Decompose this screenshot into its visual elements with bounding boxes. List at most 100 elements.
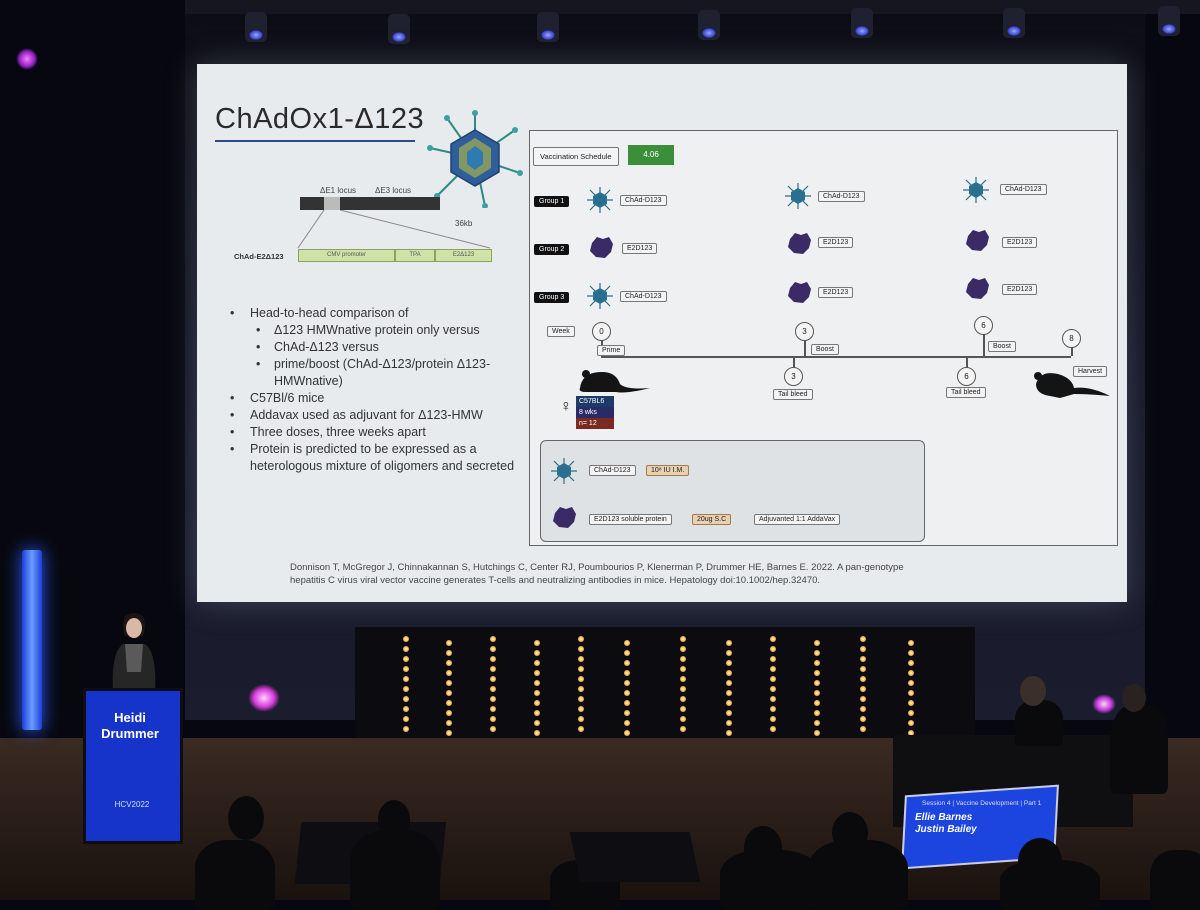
stage-spotlight xyxy=(388,14,410,44)
legend-protein-dose: 20ug S.C xyxy=(692,514,732,525)
led-column xyxy=(726,640,732,740)
bullet-subitem: Δ123 HMWnative protein only versus xyxy=(228,322,518,339)
panel-member-person xyxy=(1015,700,1063,746)
stage-spotlight xyxy=(851,8,873,38)
session-chairs-names: Ellie Barnes Justin Bailey xyxy=(915,812,977,836)
e1-deletion-segment xyxy=(324,197,340,210)
audience-head xyxy=(378,800,410,838)
legend-protein-label: E2D123 soluble protein xyxy=(589,514,672,525)
locus-e1-label: ΔE1 locus xyxy=(320,186,357,195)
bullet-item: C57Bl/6 mice xyxy=(228,390,518,407)
timeline-axis xyxy=(601,356,1071,358)
lighting-truss xyxy=(185,0,1200,14)
timeline-tick xyxy=(966,356,968,368)
week-label: Week xyxy=(547,326,575,337)
led-column xyxy=(860,636,866,736)
timeline-tick xyxy=(804,340,806,356)
led-column xyxy=(770,636,776,736)
mouse-info-stack: C57BL6 8 wks n= 12 xyxy=(576,396,614,429)
protein-label: E2D123 xyxy=(818,287,854,298)
audience-member xyxy=(195,840,275,910)
slide-citation: Donnison T, McGregor J, Chinnakannan S, … xyxy=(290,562,904,586)
protein-icon xyxy=(590,237,613,258)
panel-member-head xyxy=(1122,684,1146,712)
legend-vector-dose: 10⁸ IU I.M. xyxy=(646,465,690,476)
protein-icon xyxy=(788,282,811,303)
session-header: Session 4 | Vaccine Development | Part 1 xyxy=(922,800,1042,807)
chad-vector-icon xyxy=(551,458,577,484)
week-marker: 6 xyxy=(974,316,993,335)
led-column xyxy=(624,640,630,740)
led-column xyxy=(814,640,820,740)
legend-vector-label: ChAd-D123 xyxy=(589,465,636,476)
locus-e3-label: ΔE3 locus xyxy=(375,186,412,195)
group-2-label: Group 2 xyxy=(534,244,570,255)
chad-vector-label: ChAd-D123 xyxy=(1000,184,1047,195)
audience-laptop xyxy=(569,832,701,882)
mouse-icon xyxy=(1034,372,1110,398)
chad-vector-label: ChAd-D123 xyxy=(818,191,865,202)
led-column xyxy=(490,636,496,736)
speaker-person xyxy=(112,613,156,692)
audience-head xyxy=(832,812,868,854)
mouse-icon xyxy=(579,370,650,393)
schedule-header-tag: 4.06 xyxy=(628,145,674,165)
title-underline xyxy=(215,140,415,142)
mouse-strain-label: C57BL6 xyxy=(576,396,614,407)
stage-spotlight xyxy=(537,12,559,42)
chad-vector-icon xyxy=(785,183,811,209)
female-symbol: ♀ xyxy=(560,398,572,415)
week-marker: 8 xyxy=(1062,329,1081,348)
timeline-tick xyxy=(1071,347,1073,356)
led-column xyxy=(680,636,686,736)
protein-label: E2D123 xyxy=(622,243,658,254)
led-light-wall xyxy=(355,627,975,740)
cassette-tpa: TPA xyxy=(395,249,435,262)
stage-spotlight xyxy=(245,12,267,42)
bullet-subitem: ChAd-Δ123 versus xyxy=(228,339,518,356)
chad-vector-label: ChAd-D123 xyxy=(620,291,667,302)
adenovirus-icon xyxy=(427,110,523,208)
genome-size-label: 36kb xyxy=(455,219,473,228)
protein-label: E2D123 xyxy=(818,237,854,248)
protein-icon xyxy=(966,278,989,299)
led-column xyxy=(908,640,914,740)
chad-vector-icon xyxy=(587,187,613,213)
protein-label: E2D123 xyxy=(1002,237,1038,248)
construct-name: ChAd-E2Δ123 xyxy=(234,252,284,261)
bullet-item: Protein is predicted to be expressed as … xyxy=(228,441,518,475)
dosing-legend xyxy=(540,440,925,542)
stage-light-magenta xyxy=(248,684,280,712)
protein-icon xyxy=(788,233,811,254)
slide-title: ChAdOx1-Δ123 xyxy=(215,103,425,135)
group-3-label: Group 3 xyxy=(534,292,570,303)
timeline-tick xyxy=(983,333,985,356)
stage-spotlight xyxy=(698,10,720,40)
chad-vector-icon xyxy=(963,177,989,203)
week-marker: 3 xyxy=(795,322,814,341)
phase-label-harvest: Harvest xyxy=(1073,366,1108,377)
tail-bleed-label: Tail bleed xyxy=(773,389,813,400)
audience-head xyxy=(228,796,264,840)
audience-member xyxy=(350,830,440,910)
chad-vector-icon xyxy=(587,283,613,309)
group-1-label: Group 1 xyxy=(534,196,570,207)
podium-logo: HCV2022 xyxy=(114,800,150,809)
bullet-item: Three doses, three weeks apart xyxy=(228,424,518,441)
audience-head xyxy=(1018,838,1062,884)
schedule-header: Vaccination Schedule xyxy=(533,147,619,166)
bullet-item: Addavax used as adjuvant for Δ123-HMW xyxy=(228,407,518,424)
stage-spotlight xyxy=(1158,6,1180,36)
podium xyxy=(83,688,183,844)
protein-label: E2D123 xyxy=(1002,284,1038,295)
podium-speaker-name: Heidi Drummer xyxy=(101,710,159,741)
mouse-count-label: n= 12 xyxy=(576,418,614,429)
blue-light-pillar xyxy=(22,550,42,730)
led-column xyxy=(578,636,584,736)
led-column xyxy=(534,640,540,740)
phase-label-prime: Prime xyxy=(597,345,626,356)
panel-member-head xyxy=(1020,676,1046,706)
chad-vector-label: ChAd-D123 xyxy=(620,195,667,206)
slide-bullet-list: Head-to-head comparison of Δ123 HMWnativ… xyxy=(228,305,518,475)
cassette-e2d123: E2Δ123 xyxy=(435,249,492,262)
